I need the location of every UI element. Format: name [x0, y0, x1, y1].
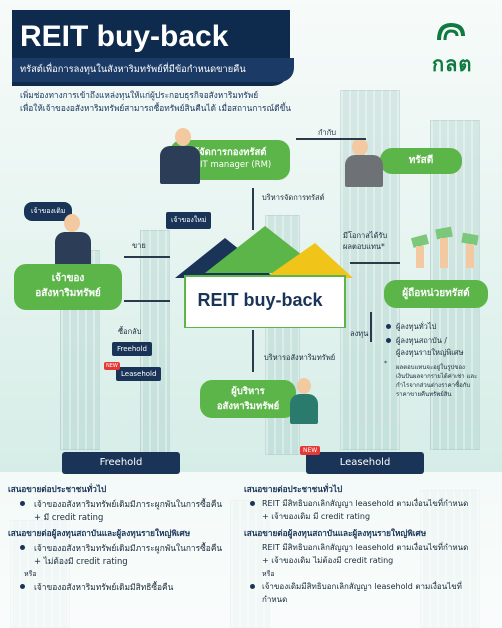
property-owner-label: เจ้าของ	[51, 273, 85, 284]
trustee-person-icon	[345, 155, 383, 187]
bottom-panel	[0, 472, 502, 628]
bullet-dot	[20, 501, 25, 506]
bullet-dot	[20, 545, 25, 550]
buyback-label: ซื้อกลับ	[118, 327, 142, 336]
manager-person-head	[175, 128, 191, 146]
leasehold-general-header: เสนอขายต่อประชาชนทั่วไป	[244, 484, 343, 494]
new-badge: NEW	[104, 362, 120, 370]
property-manager-label: ผู้บริหาร	[231, 386, 265, 397]
footnote-line-3: กำไรจากส่วนต่างราคาซื้อกับ	[396, 382, 471, 389]
freehold-tag: Freehold	[112, 342, 152, 356]
property-owner-sublabel: อสังหาริมทรัพย์	[35, 288, 101, 299]
leasehold-general-bullet-2: + เจ้าของเดิม มี credit rating	[262, 512, 371, 521]
reit-manager-label: ผู้จัดการกองทรัสต์	[193, 147, 267, 158]
invest-label: ลงทุน	[350, 329, 369, 338]
bullet-dot	[386, 324, 391, 329]
return-label-2: ผลตอบแทน*	[343, 242, 385, 251]
leasehold-inst-bullet: REIT มีสิทธิบอกเลิกสัญญา leasehold ตามเง…	[262, 543, 469, 552]
property-mgmt-label: บริหารอสังหาริมทรัพย์	[264, 353, 336, 362]
return-arrow	[350, 262, 400, 264]
freehold-inst-bullet: เจ้าของอสังหาริมทรัพย์เดิมมีภาระผูกพันใน…	[34, 543, 223, 553]
bullet-dot	[20, 584, 25, 589]
sell-label: ขาย	[132, 241, 146, 250]
property-manager-box: ผู้บริหาร อสังหาริมทรัพย์	[200, 380, 296, 418]
invest-arrow	[370, 312, 372, 342]
freehold-general-bullet-2: + มี credit rating	[34, 512, 104, 522]
footnote-line-1: ผลตอบแทนจะอยู่ในรูปของ	[396, 364, 465, 371]
property-mgmt-arrow	[252, 330, 254, 372]
leasehold-or-label: หรือ	[262, 570, 275, 578]
investor-general: ผู้ลงทุนทั่วไป	[396, 322, 437, 331]
leasehold-general-bullet: REIT มีสิทธิบอกเลิกสัญญา leasehold ตามเง…	[262, 499, 469, 508]
center-reit-label: REIT buy-back	[197, 290, 323, 310]
property-manager-person-icon	[290, 394, 318, 424]
leasehold-inst-bullet-4: กำหนด	[262, 595, 288, 604]
manage-trust-arrow	[252, 188, 254, 230]
leasehold-inst-bullet-3: เจ้าของเดิมมีสิทธิบอกเลิกสัญญา leasehold…	[262, 582, 462, 591]
footnote-line-4: ราคาขายคืนทรัพย์สิน	[396, 391, 452, 398]
trustee-person-head	[352, 138, 368, 156]
page-title: REIT buy-back	[20, 20, 229, 53]
supervise-arrow	[296, 138, 366, 140]
buyback-arrow	[124, 300, 170, 302]
freehold-general-bullet: เจ้าของอสังหาริมทรัพย์เดิมมีภาระผูกพันใน…	[34, 499, 223, 509]
subtitle-bar	[12, 58, 294, 82]
investor-institutional: ผู้ลงทุนสถาบัน /	[396, 336, 447, 345]
money-hands-icon	[410, 226, 479, 268]
supervise-label: กำกับ	[318, 128, 337, 137]
footnote-line-2: เงินปันผลจากรายได้ค่าเช่า และ	[396, 373, 478, 380]
leasehold-new-badge: NEW	[300, 446, 321, 455]
property-owner-box: เจ้าของ อสังหาริมทรัพย์	[14, 264, 122, 310]
owner-person-head	[64, 214, 80, 232]
sell-arrow	[124, 256, 170, 258]
intro-line-1: เพิ่มช่องทางการเข้าถึงแหล่งทุนให้แก่ผู้ป…	[20, 90, 259, 100]
sec-logo-text: กลต	[432, 54, 473, 76]
bullet-dot	[386, 338, 391, 343]
bullet-dot	[250, 584, 255, 589]
sec-logo-icon	[437, 22, 465, 41]
page-subtitle: ทรัสต์เพื่อการลงทุนในสังหาริมทรัพย์ที่มี…	[20, 64, 246, 75]
bullet-dot	[250, 501, 255, 506]
investor-hnw: ผู้ลงทุนรายใหญ่พิเศษ	[396, 348, 464, 357]
leasehold-tag: Leasehold	[116, 367, 162, 381]
manager-person-icon	[160, 146, 200, 184]
leasehold-inst-bullet-2: + เจ้าของเดิม ไม่ต้องมี credit rating	[262, 556, 394, 565]
property-manager-sublabel: อสังหาริมทรัพย์	[216, 401, 280, 412]
freehold-or-label: หรือ	[24, 570, 37, 578]
freehold-inst-header: เสนอขายต่อผู้ลงทุนสถาบันและผู้ลงทุนรายให…	[8, 528, 191, 538]
freehold-header: Freehold	[62, 452, 180, 474]
intro-line-2: เพื่อให้เจ้าของอสังหาริมทรัพย์สามารถซื้อ…	[20, 103, 291, 113]
house-illustration	[175, 226, 353, 328]
new-owner-tag: เจ้าของใหม่	[166, 212, 212, 229]
property-manager-person-head	[297, 378, 311, 394]
trustee-box: ทรัสตี	[380, 148, 462, 174]
reit-manager-sublabel: REIT manager (RM)	[188, 160, 272, 170]
freehold-general-header: เสนอขายต่อประชาชนทั่วไป	[8, 484, 107, 494]
return-label: มีโอกาสได้รับ	[343, 231, 388, 240]
leasehold-header: Leasehold	[306, 452, 424, 474]
leasehold-inst-header: เสนอขายต่อผู้ลงทุนสถาบันและผู้ลงทุนรายให…	[244, 528, 427, 538]
manage-trust-label: บริหารจัดการทรัสต์	[262, 193, 325, 202]
freehold-inst-bullet-3: เจ้าของอสังหาริมทรัพย์เดิมมีสิทธิซื้อคืน	[34, 582, 174, 592]
unitholder-box: ผู้ถือหน่วยทรัสต์	[384, 280, 488, 308]
freehold-inst-bullet-2: + ไม่ต้องมี credit rating	[34, 556, 128, 566]
old-owner-tag: เจ้าของเดิม	[24, 202, 73, 221]
